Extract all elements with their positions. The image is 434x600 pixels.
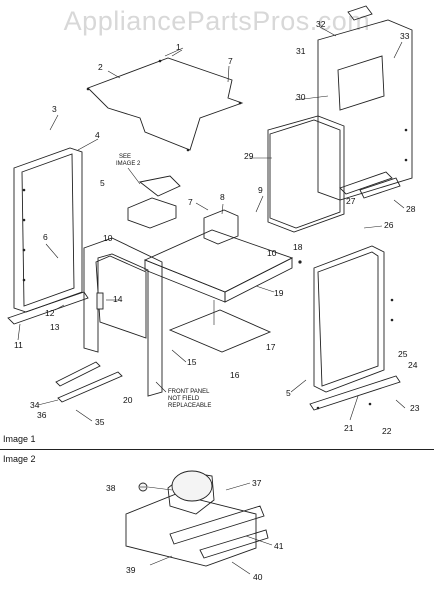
svg-text:SEE: SEE	[119, 154, 131, 160]
right-base-rail-part	[309, 375, 401, 421]
callout-7a: 7	[228, 56, 233, 66]
image2-component	[125, 470, 273, 575]
callout-39: 39	[126, 565, 136, 575]
callout-17: 17	[266, 342, 276, 352]
section-divider	[0, 449, 434, 450]
bracket-part	[127, 175, 181, 229]
callout-33: 33	[400, 31, 410, 41]
callout-10a: 10	[103, 233, 113, 243]
callout-25: 25	[398, 349, 408, 359]
callout-21: 21	[344, 423, 354, 433]
front-rail-part	[55, 361, 123, 403]
callout-22: 22	[382, 426, 392, 436]
callout-30: 30	[296, 92, 306, 102]
callout-leaders	[17, 26, 406, 422]
callout-37: 37	[252, 478, 262, 488]
callout-5b: 5	[286, 388, 291, 398]
callout-18: 18	[293, 242, 303, 252]
callout-13: 13	[50, 322, 60, 332]
callout-40: 40	[253, 572, 263, 582]
callout-28: 28	[406, 204, 416, 214]
callout-9: 9	[258, 185, 263, 195]
callout-8: 8	[220, 192, 225, 202]
callout-27: 27	[346, 196, 356, 206]
callouts-image2: 37 38 39 40 41	[106, 478, 284, 582]
callout-11: 11	[14, 340, 23, 350]
callout-7b: 7	[188, 197, 193, 207]
callout-38: 38	[106, 483, 116, 493]
callout-29: 29	[244, 151, 254, 161]
connector-bracket-part	[339, 171, 401, 199]
svg-text:REPLACEABLE: REPLACEABLE	[168, 403, 211, 409]
callout-12: 12	[45, 308, 55, 318]
front-frame-part	[83, 237, 163, 397]
callout-23: 23	[410, 403, 420, 413]
callout-2: 2	[98, 62, 103, 72]
callout-26: 26	[384, 220, 394, 230]
svg-text:IMAGE 2: IMAGE 2	[116, 161, 141, 167]
callout-3: 3	[52, 104, 57, 114]
see-image2-note: SEE IMAGE 2	[116, 154, 141, 185]
svg-text:NOT FIELD: NOT FIELD	[168, 396, 200, 402]
callout-15: 15	[187, 357, 197, 367]
rear-inner-panel-part	[267, 115, 345, 233]
screw-icon	[138, 482, 148, 492]
image1-caption: Image 1	[3, 434, 36, 444]
top-panel-part	[87, 47, 244, 151]
image2-caption: Image 2	[3, 454, 36, 464]
callout-10b: 10	[267, 248, 277, 258]
callout-1: 1	[176, 42, 181, 52]
lower-plate-part	[168, 300, 272, 353]
callout-24: 24	[408, 360, 418, 370]
left-side-panel-part	[13, 114, 99, 313]
callout-31: 31	[296, 46, 306, 56]
back-panel-part	[317, 5, 413, 201]
callout-14: 14	[113, 294, 123, 304]
callout-32: 32	[316, 19, 326, 29]
svg-text:FRONT PANEL: FRONT PANEL	[168, 389, 210, 395]
callout-16: 16	[230, 370, 240, 380]
callout-34: 34	[30, 400, 40, 410]
callout-19: 19	[274, 288, 284, 298]
callout-41: 41	[274, 541, 284, 551]
watermark: AppliancePartsPros.com	[63, 6, 371, 36]
callout-20: 20	[123, 395, 133, 405]
callout-4: 4	[95, 130, 100, 140]
callout-5: 5	[100, 178, 105, 188]
callout-35: 35	[95, 417, 105, 427]
left-base-rail-part	[7, 291, 89, 325]
base-plate-part	[143, 209, 294, 303]
callout-36: 36	[37, 410, 47, 420]
front-panel-note: FRONT PANEL NOT FIELD REPLACEABLE	[155, 381, 211, 409]
callouts-image1: 1 2 3 4 5 6 7 7 8 9 10 10 11 12 13 14 15…	[14, 19, 420, 436]
right-side-panel-part	[313, 245, 385, 393]
callout-6: 6	[43, 232, 48, 242]
screw-dots	[22, 59, 408, 410]
